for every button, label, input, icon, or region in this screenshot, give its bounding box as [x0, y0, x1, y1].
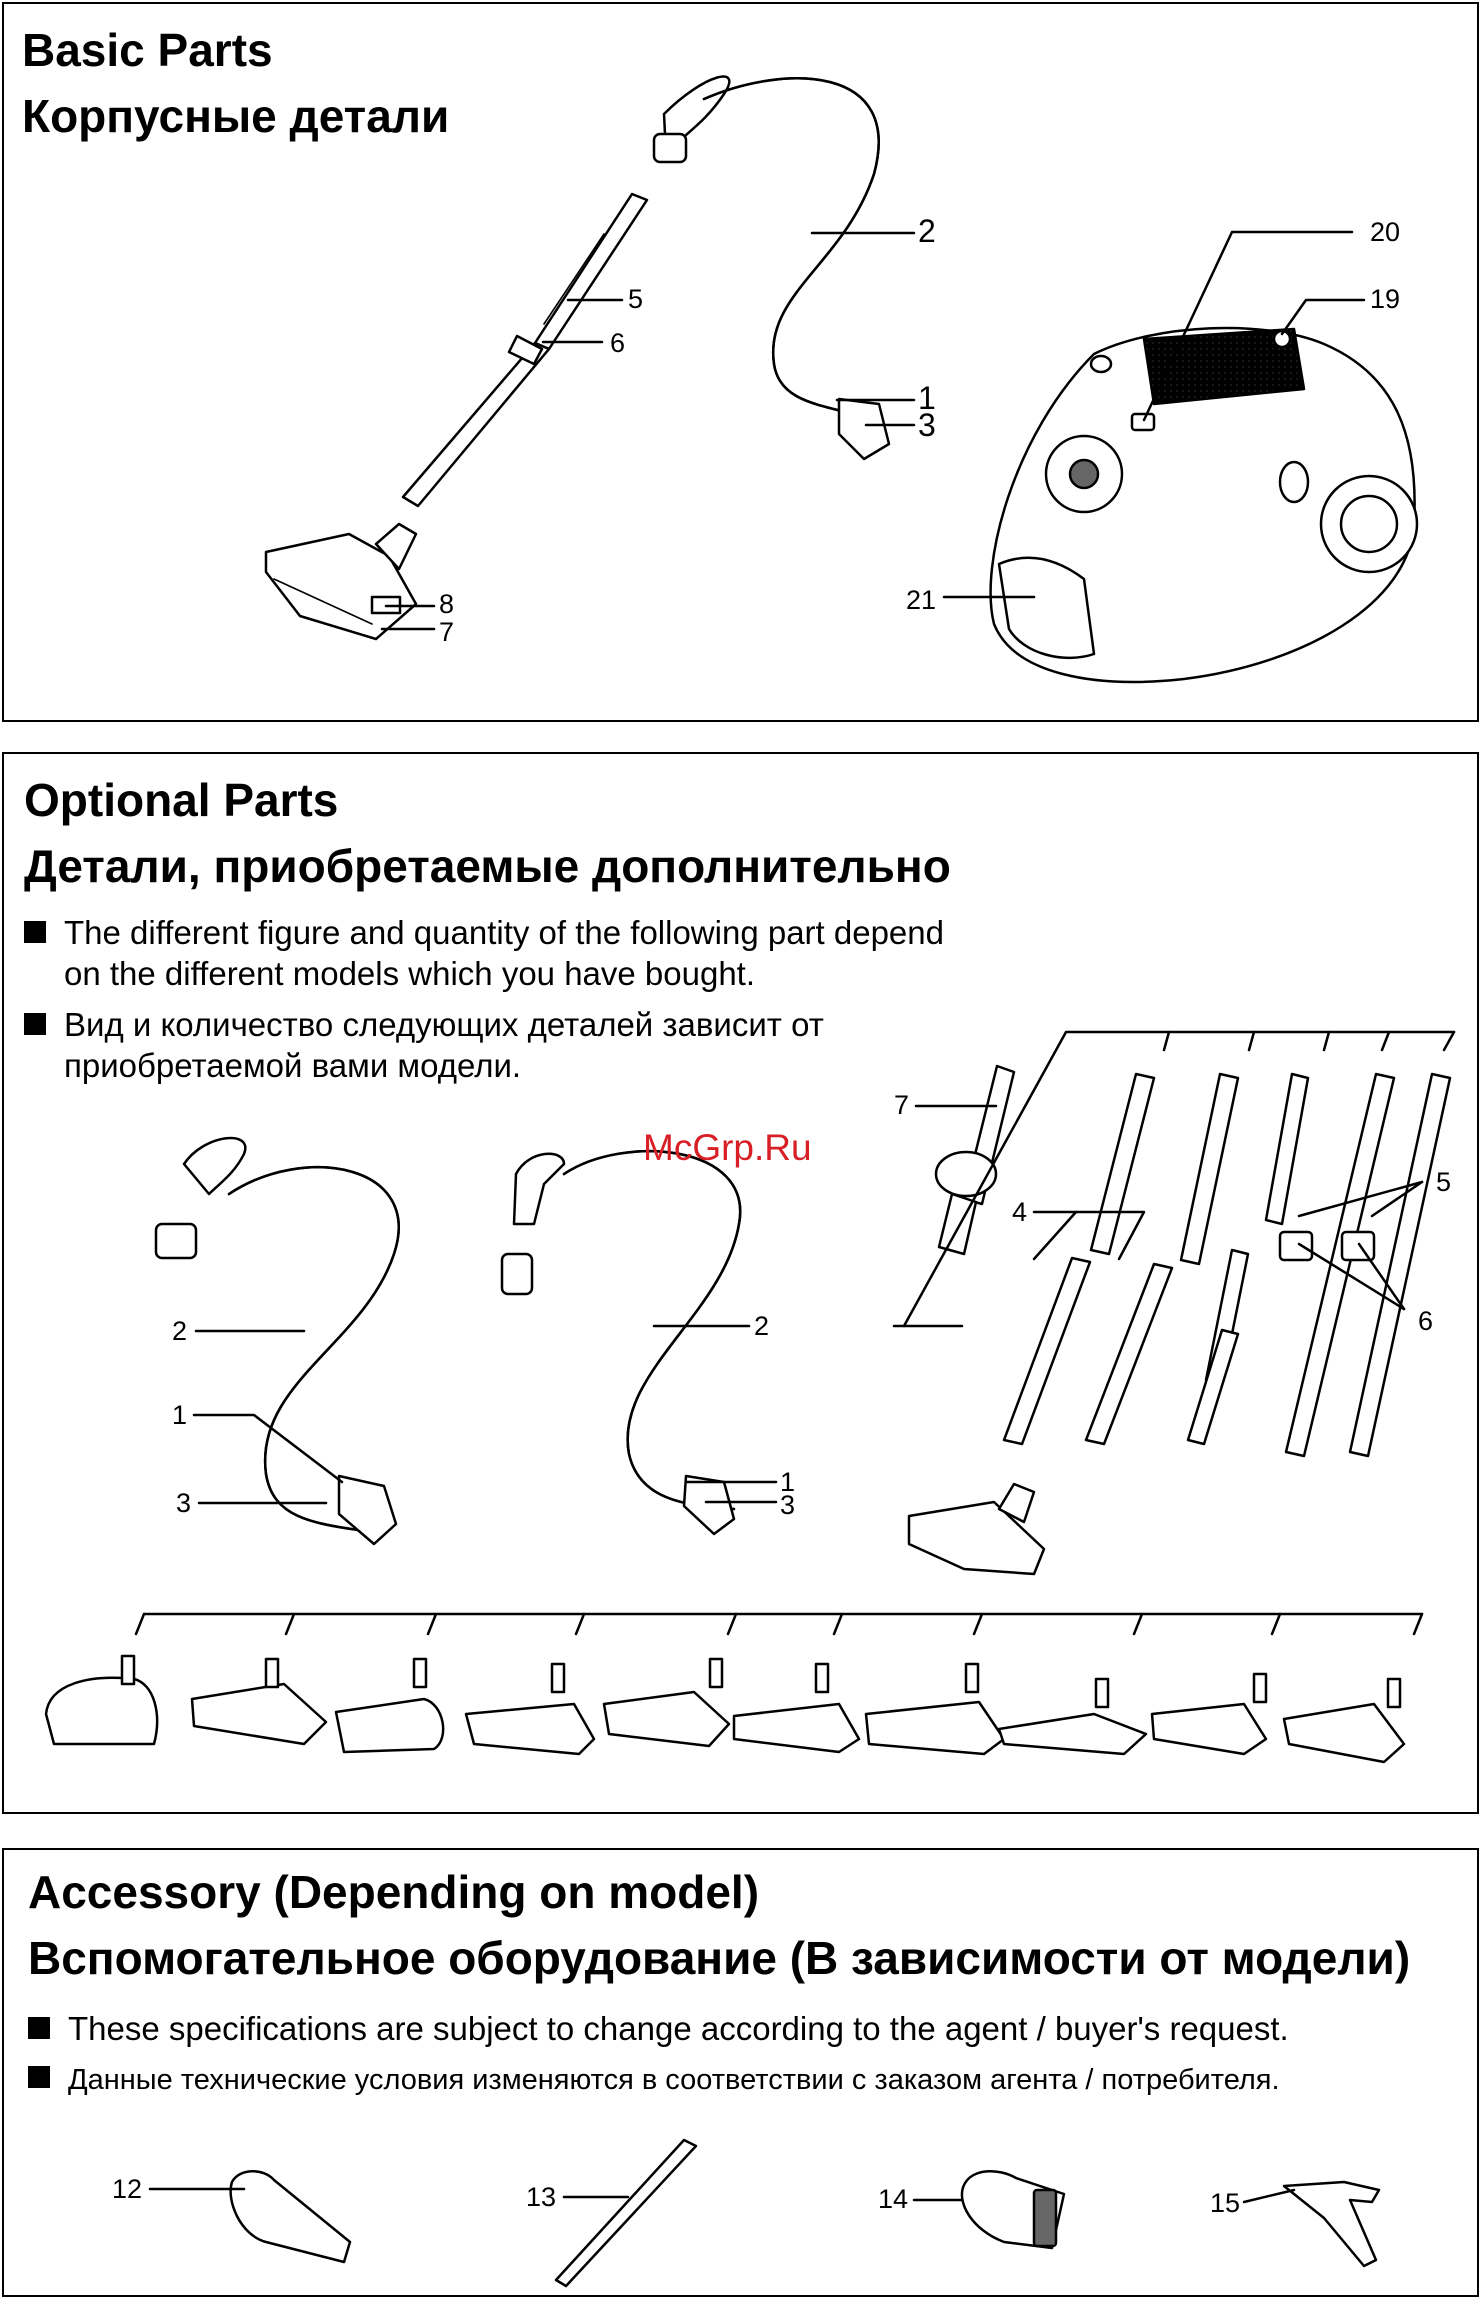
watermark: McGrp.Ru [643, 1127, 812, 1168]
extension-tubes-illustration [1002, 1072, 1452, 1458]
optional-parts-title-ru: Детали, приобретаемые дополнительно [24, 840, 951, 892]
accessory-title-ru: Вспомогательное оборудование (В зависимо… [28, 1932, 1411, 1984]
nozzle-row-illustration [44, 1654, 1406, 1764]
hand-grip-illustration [934, 1064, 1016, 1256]
optional-hose-1-illustration [154, 1136, 400, 1546]
optional-note-ru: Вид и количество следующих деталей завис… [24, 1004, 824, 1087]
bullet-square-icon [24, 921, 46, 943]
accessory-title: Accessory (Depending on model) [28, 1866, 760, 1918]
basic-label-21: 21 [906, 585, 937, 615]
optional-label-2a: 2 [172, 1316, 188, 1346]
basic-label-7: 7 [439, 617, 455, 647]
optional-label-7: 7 [894, 1090, 910, 1120]
basic-label-19: 19 [1370, 284, 1401, 314]
long-crevice-tool-illustration [554, 2138, 698, 2288]
optional-parts-title: Optional Parts [24, 774, 339, 826]
accessory-note-ru: Данные технические условия изменяются в … [28, 2062, 1280, 2098]
optional-label-1b: 1 [780, 1467, 796, 1497]
accessory-label-12: 12 [112, 2174, 143, 2204]
optional-parts-panel: Optional Parts Детали, приобретаемые доп… [2, 752, 1479, 1814]
hose-illustration [652, 75, 891, 461]
bullet-square-icon [28, 2017, 50, 2039]
floor-nozzle-illustration [264, 522, 418, 641]
bullet-square-icon [28, 2066, 50, 2088]
bullet-square-icon [24, 1013, 46, 1035]
wand-illustration [401, 192, 649, 508]
basic-label-6: 6 [610, 328, 626, 358]
basic-parts-title-ru: Корпусные детали [22, 90, 450, 142]
basic-parts-title: Basic Parts [22, 24, 273, 76]
basic-leader-lines [380, 230, 1366, 631]
optional-label-6: 6 [1418, 1306, 1434, 1336]
optional-label-4: 4 [1012, 1197, 1028, 1227]
basic-label-1: 1 [918, 380, 936, 416]
small-floor-nozzle-illustration [907, 1482, 1046, 1576]
accessory-label-14: 14 [878, 2184, 909, 2214]
optional-leader-lines [192, 1104, 1424, 1505]
basic-label-8: 8 [439, 589, 455, 619]
basic-parts-panel: Basic Parts Корпусные детали [2, 2, 1479, 722]
vacuum-body-illustration [989, 326, 1419, 684]
accessory-panel: Accessory (Depending on model) Вспомогат… [2, 1848, 1479, 2297]
nozzle-row-bracket [134, 1612, 1424, 1636]
accessory-leader-lines [148, 2187, 1296, 2204]
optional-label-1a: 1 [172, 1400, 188, 1430]
optional-hose-2-illustration [500, 1149, 742, 1536]
crevice-nozzle-illustration [229, 2170, 352, 2264]
accessory-illustration [148, 2138, 1381, 2288]
basic-label-3: 3 [918, 407, 936, 443]
basic-label-2: 2 [918, 213, 936, 249]
optional-note-en: The different figure and quantity of the… [24, 912, 944, 995]
basic-label-5: 5 [628, 284, 644, 314]
upholstery-nozzle-illustration [1282, 2180, 1381, 2268]
accessory-note-en: These specifications are subject to chan… [28, 2008, 1289, 2049]
dusting-brush-illustration [960, 2169, 1066, 2250]
basic-parts-illustration [264, 75, 1419, 684]
optional-label-5: 5 [1436, 1167, 1452, 1197]
accessory-label-13: 13 [526, 2182, 557, 2212]
optional-parts-illustration [44, 1030, 1456, 1764]
accessory-label-15: 15 [1210, 2188, 1241, 2218]
optional-label-2b: 2 [754, 1311, 770, 1341]
optional-label-3a: 3 [176, 1488, 192, 1518]
optional-bracket-lines [892, 1030, 1456, 1328]
basic-label-20: 20 [1370, 217, 1401, 247]
optional-label-3b: 3 [780, 1490, 796, 1520]
